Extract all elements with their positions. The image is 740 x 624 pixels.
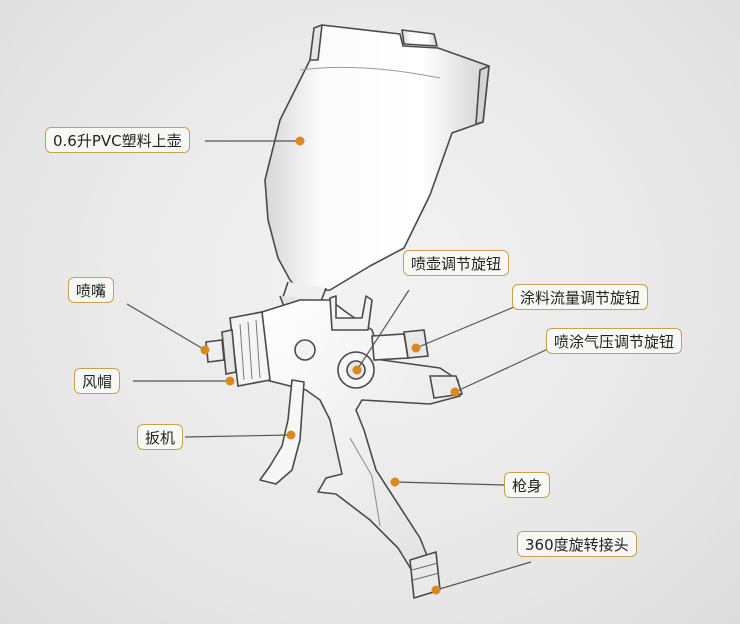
label-air-cap: 风帽 bbox=[74, 368, 121, 394]
label-body: 枪身 bbox=[504, 472, 551, 498]
trigger bbox=[259, 379, 305, 485]
nozzle-head bbox=[205, 311, 316, 387]
marker-dots bbox=[200, 136, 460, 595]
label-cup-knob: 喷壶调节旋钮 bbox=[403, 250, 510, 276]
leader-lines bbox=[126, 140, 549, 591]
label-air-knob: 喷涂气压调节旋钮 bbox=[546, 328, 683, 354]
label-trigger: 扳机 bbox=[137, 424, 184, 450]
label-fluid-knob: 涂料流量调节旋钮 bbox=[512, 284, 649, 310]
label-cup: 0.6升PVC塑料上壶 bbox=[45, 127, 190, 153]
label-swivel: 360度旋转接头 bbox=[517, 531, 637, 557]
label-nozzle: 喷嘴 bbox=[68, 277, 115, 303]
